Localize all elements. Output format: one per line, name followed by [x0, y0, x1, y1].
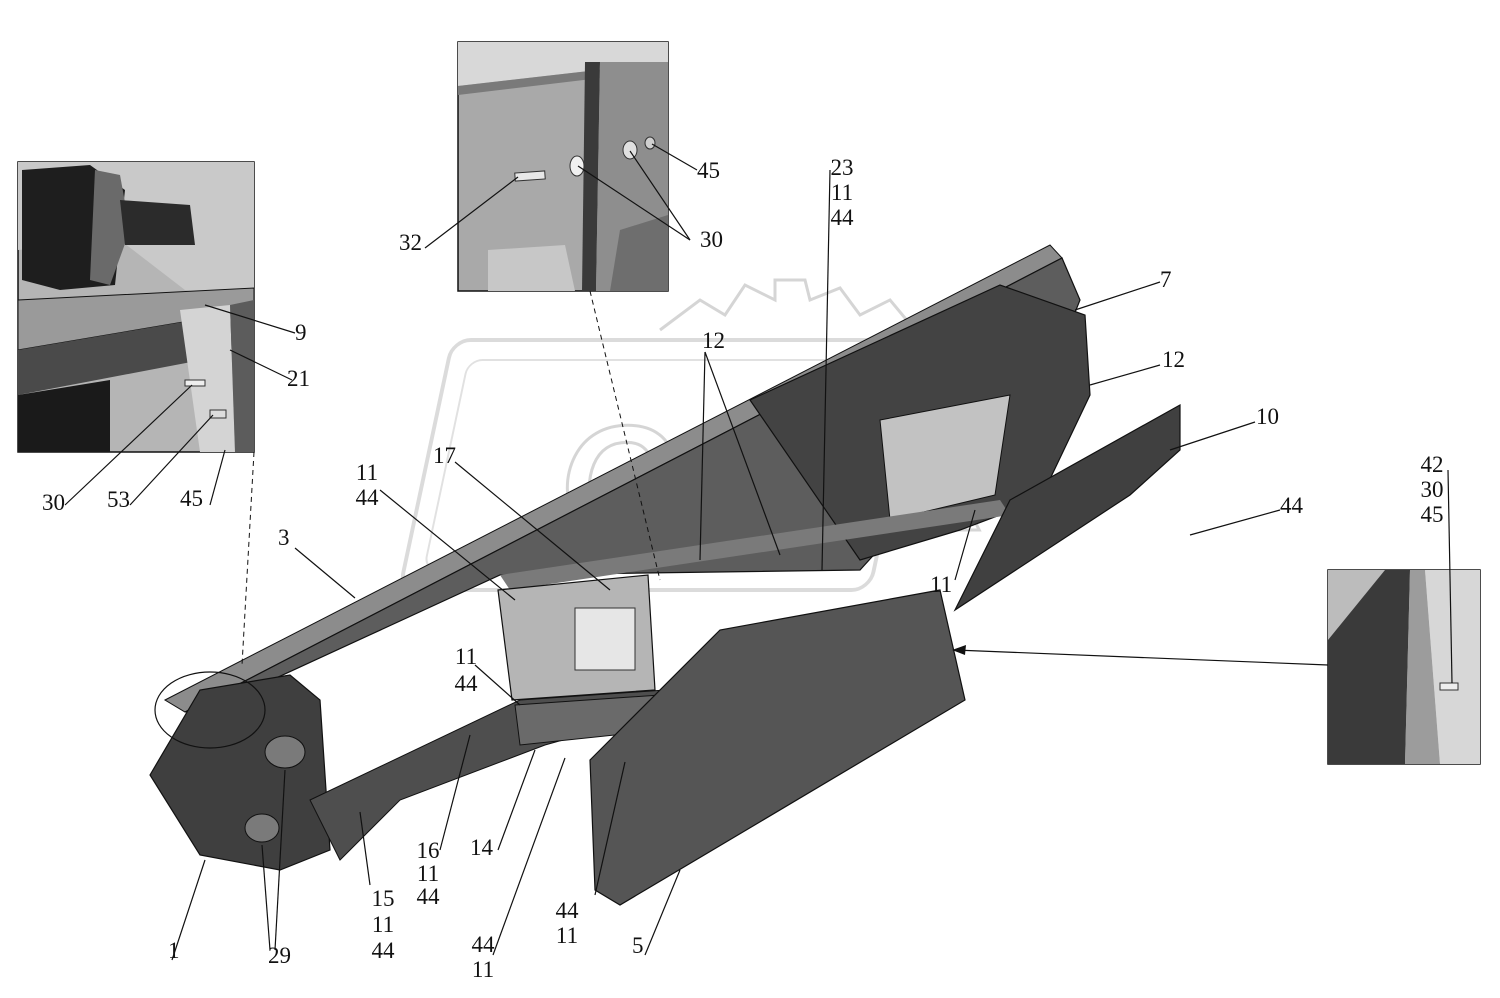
callout-17: 17 [433, 443, 456, 468]
washer-30-a [569, 155, 585, 177]
callout-1: 1 [168, 938, 180, 963]
callout-45-left: 45 [180, 486, 203, 511]
callout-7: 7 [1160, 267, 1172, 292]
watermark-gear [659, 278, 917, 332]
detail-circle [154, 671, 266, 749]
glovebox-cover-5 [589, 589, 966, 906]
callout-44-right: 44 [1280, 493, 1304, 518]
screw-42 [1439, 682, 1459, 691]
callout-9: 9 [295, 320, 307, 345]
dashboard-body [149, 244, 1181, 906]
callout-10: 10 [1256, 404, 1279, 429]
inset-right [1327, 569, 1481, 765]
speaker-grille-29-b [244, 813, 280, 843]
inset-left [17, 161, 255, 453]
side-pod-1 [149, 674, 331, 871]
callout-11-right: 11 [930, 572, 952, 597]
leader-lines [64, 143, 1453, 961]
inset-top [457, 41, 669, 292]
arrow-to-glovebox [954, 649, 1329, 666]
callout-45-top: 45 [697, 158, 720, 183]
bolt-30-53 [184, 379, 206, 387]
display-window [574, 607, 636, 671]
nut-45 [644, 136, 656, 150]
callout-53: 53 [107, 487, 130, 512]
callout-14: 14 [470, 835, 494, 860]
callout-3: 3 [278, 525, 290, 550]
guide-lines [241, 290, 661, 666]
callout-30-top: 30 [700, 227, 723, 252]
speaker-grille-29-a [264, 735, 306, 769]
callout-12-a: 12 [702, 328, 725, 353]
arrowhead [952, 645, 966, 655]
lower-rail [500, 500, 1010, 590]
callout-21: 21 [287, 366, 310, 391]
washer-30-b [622, 140, 638, 160]
callout-5: 5 [632, 933, 644, 958]
nut-45-left [209, 409, 227, 419]
callout-32: 32 [399, 230, 422, 255]
lid-10 [953, 403, 1181, 612]
bolt-32 [514, 170, 546, 182]
callout-12-b: 12 [1162, 347, 1185, 372]
hood-opening [879, 394, 1011, 521]
callout-30-left: 30 [42, 490, 65, 515]
callout-29: 29 [268, 943, 291, 968]
